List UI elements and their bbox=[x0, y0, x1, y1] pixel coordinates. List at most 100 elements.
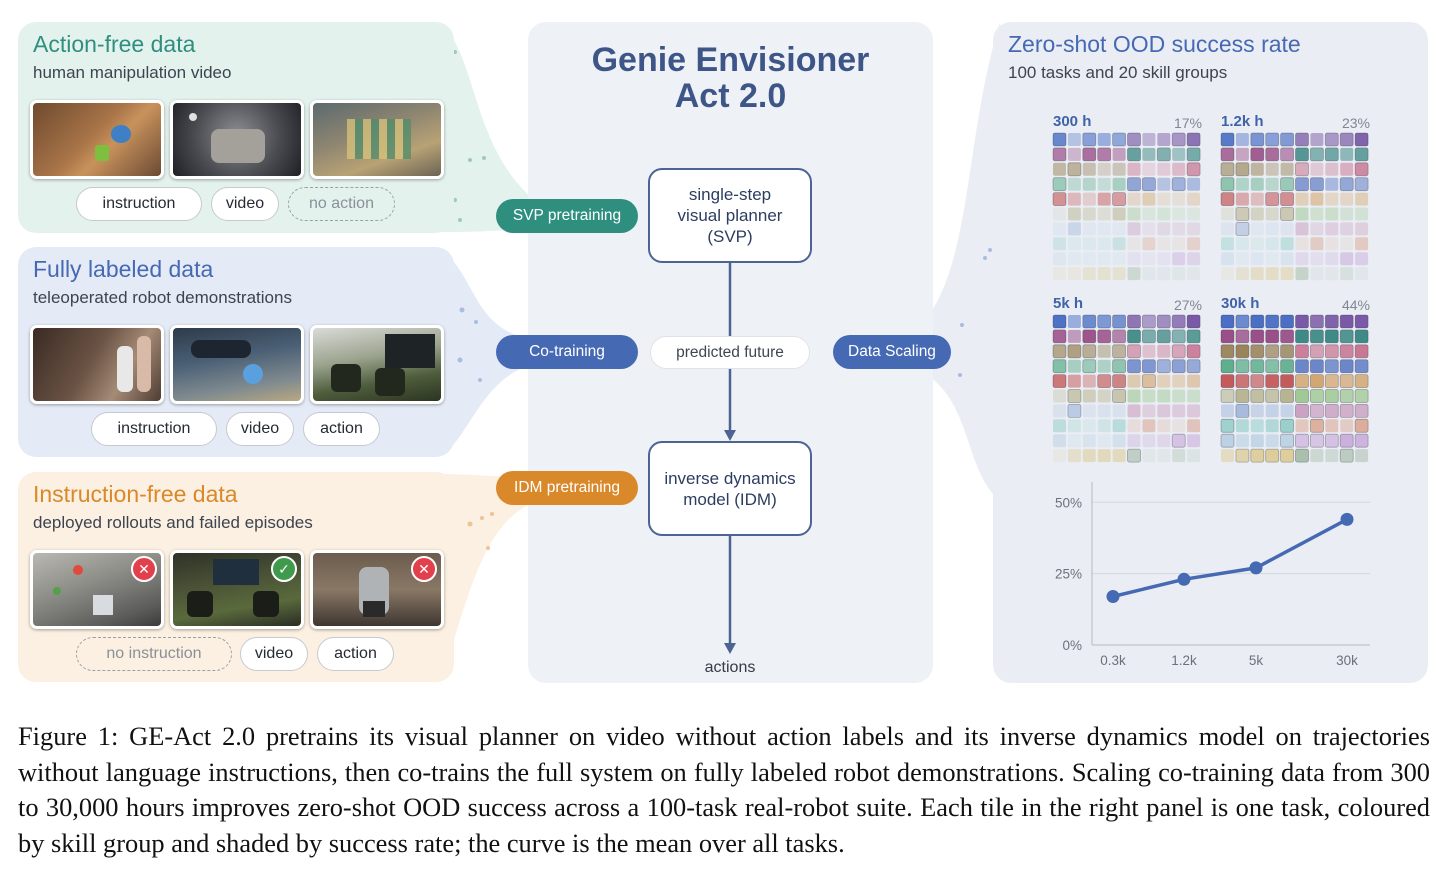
task-tile bbox=[1172, 404, 1186, 418]
panel-fully-labeled: Fully labeled data teleoperated robot de… bbox=[18, 247, 454, 457]
task-tile bbox=[1280, 132, 1294, 147]
task-tile bbox=[1082, 449, 1096, 463]
task-tile bbox=[1354, 374, 1369, 389]
task-tile bbox=[1142, 314, 1156, 329]
task-tile bbox=[1187, 222, 1201, 236]
task-tile bbox=[1325, 222, 1339, 236]
task-tile bbox=[1112, 404, 1126, 418]
task-tile bbox=[1112, 329, 1126, 344]
task-tile bbox=[1280, 389, 1294, 403]
task-tile bbox=[1067, 192, 1081, 206]
task-tile bbox=[1280, 433, 1294, 448]
task-tile bbox=[1250, 267, 1264, 281]
task-tile bbox=[1325, 419, 1339, 433]
task-tile bbox=[1127, 147, 1141, 162]
task-tile bbox=[1127, 267, 1141, 281]
task-tile bbox=[1082, 404, 1096, 418]
task-tile bbox=[1265, 207, 1279, 221]
task-tile bbox=[1280, 359, 1294, 374]
panel-title: Action-free data bbox=[33, 31, 196, 57]
task-tile bbox=[1220, 162, 1235, 177]
task-tile bbox=[1097, 192, 1111, 206]
task-tile bbox=[1097, 252, 1111, 266]
task-tile bbox=[1250, 237, 1264, 251]
pill-video: video bbox=[240, 637, 308, 671]
task-tile bbox=[1082, 252, 1096, 266]
task-tile bbox=[1265, 192, 1280, 207]
task-tile bbox=[1112, 434, 1126, 448]
data-scaling-badge: Data Scaling bbox=[833, 335, 951, 369]
task-tile bbox=[1157, 162, 1171, 176]
task-tile bbox=[1186, 329, 1201, 344]
task-tile bbox=[1187, 192, 1201, 206]
task-tile bbox=[1310, 359, 1324, 374]
task-tile bbox=[1067, 344, 1082, 359]
task-tile bbox=[1250, 344, 1265, 359]
task-tile bbox=[1112, 237, 1126, 251]
task-tile bbox=[1052, 344, 1067, 359]
svp-pretraining-badge: SVP pretraining bbox=[496, 199, 638, 233]
task-tile bbox=[1339, 448, 1354, 463]
task-tile bbox=[1235, 162, 1250, 177]
task-tile bbox=[1127, 314, 1141, 329]
panel-instruction-free: Instruction-free data deployed rollouts … bbox=[18, 472, 454, 682]
task-tile bbox=[1082, 389, 1096, 403]
task-tile bbox=[1250, 419, 1264, 433]
task-tile bbox=[1097, 133, 1111, 146]
task-tile bbox=[1310, 237, 1324, 251]
task-tile bbox=[1112, 177, 1126, 191]
task-tile bbox=[1280, 314, 1294, 329]
task-tile bbox=[1220, 359, 1235, 374]
task-tile bbox=[1265, 359, 1280, 374]
heatmap-percent: 23% bbox=[1341, 115, 1370, 131]
task-tile bbox=[1187, 267, 1201, 281]
task-tile bbox=[1112, 192, 1126, 207]
data-point bbox=[1177, 572, 1191, 586]
task-tile bbox=[1220, 132, 1235, 147]
task-tile bbox=[1354, 314, 1369, 329]
task-tile bbox=[1112, 449, 1126, 463]
connector-action-free bbox=[440, 22, 540, 232]
task-tile bbox=[1067, 207, 1081, 221]
task-tile bbox=[1082, 177, 1096, 191]
task-tile bbox=[1324, 433, 1339, 448]
task-tile bbox=[1295, 403, 1309, 418]
task-tile bbox=[1221, 237, 1234, 251]
task-tile bbox=[1265, 267, 1279, 281]
task-tile bbox=[1067, 177, 1081, 191]
task-tile bbox=[1310, 314, 1324, 329]
task-tile bbox=[1187, 177, 1201, 191]
task-tile bbox=[1052, 374, 1067, 389]
task-tile bbox=[1097, 389, 1111, 403]
task-tile bbox=[1339, 359, 1354, 374]
task-tile bbox=[1053, 222, 1066, 236]
task-tile bbox=[1324, 374, 1339, 389]
pill-no-instruction: no instruction bbox=[76, 637, 232, 671]
heatmap-label: 300 h bbox=[1053, 113, 1092, 130]
task-tile bbox=[1186, 359, 1201, 374]
task-tile bbox=[1052, 359, 1067, 374]
task-tile bbox=[1157, 434, 1171, 448]
task-tile bbox=[1235, 419, 1249, 433]
task-tile bbox=[1127, 344, 1141, 359]
task-tile bbox=[1310, 192, 1324, 206]
task-heatmaps bbox=[1052, 132, 1369, 463]
figure-caption: Figure 1: GE-Act 2.0 pretrains its visua… bbox=[18, 721, 1430, 858]
task-tile bbox=[1235, 207, 1250, 221]
y-tick-label: 50% bbox=[1055, 495, 1082, 510]
task-tile bbox=[1053, 419, 1066, 433]
task-tile bbox=[1325, 237, 1339, 251]
task-tile bbox=[1325, 177, 1339, 191]
task-tile bbox=[1310, 267, 1324, 281]
task-tile bbox=[1324, 132, 1339, 147]
task-tile bbox=[1172, 162, 1186, 176]
task-tile bbox=[1265, 448, 1280, 463]
panel-title: Fully labeled data bbox=[33, 256, 214, 282]
task-tile bbox=[1082, 237, 1096, 251]
svp-line: single-step bbox=[688, 185, 772, 204]
task-tile bbox=[1324, 314, 1339, 329]
task-tile bbox=[1265, 252, 1279, 266]
task-tile bbox=[1127, 448, 1141, 463]
task-tile bbox=[1324, 344, 1339, 359]
video-thumbnail bbox=[310, 100, 444, 179]
